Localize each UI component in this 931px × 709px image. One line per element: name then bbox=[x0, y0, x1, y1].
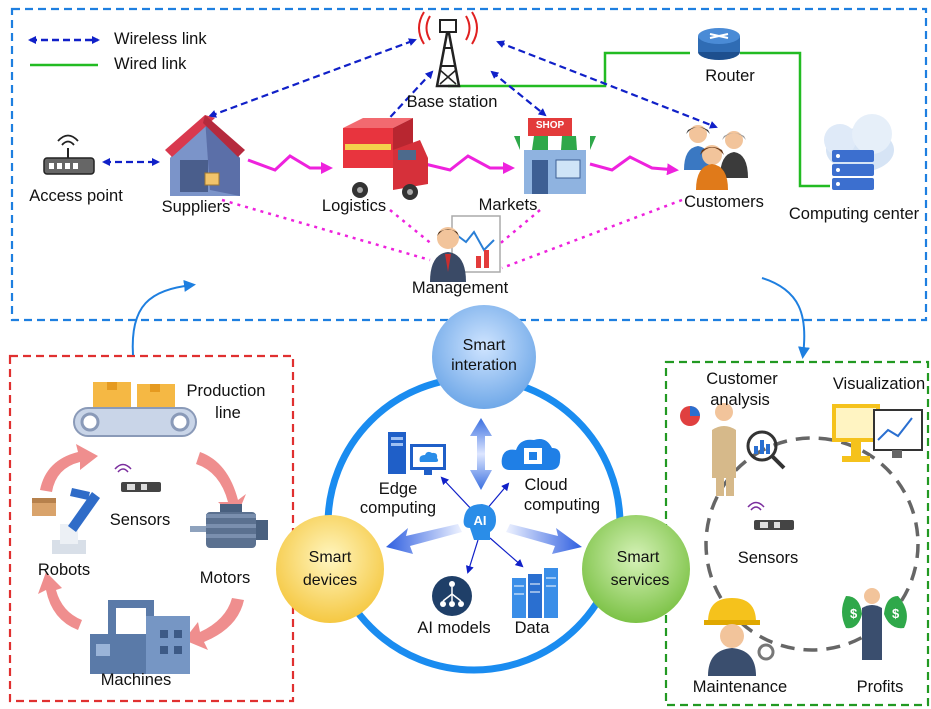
wired-link-router-computing bbox=[740, 51, 830, 188]
services-arrow bbox=[506, 524, 582, 554]
interaction-double-arrow bbox=[470, 418, 492, 490]
management-label: Management bbox=[411, 279, 509, 297]
legend-wireless-label: Wireless link bbox=[114, 30, 207, 48]
smart-interaction-node bbox=[432, 305, 536, 409]
machines-label: Machines bbox=[100, 671, 172, 689]
markets-label: Markets bbox=[478, 196, 538, 214]
profits-icon: $ $ bbox=[842, 588, 907, 660]
data-label: Data bbox=[514, 619, 550, 637]
ai-spokes bbox=[440, 476, 524, 574]
production-line-label-2: line bbox=[215, 404, 241, 422]
router-icon bbox=[698, 28, 740, 60]
smart-services-label-1: Smart bbox=[616, 549, 660, 566]
services-cycle bbox=[704, 436, 920, 652]
sensors-right-label: Sensors bbox=[737, 549, 799, 567]
management-links bbox=[221, 198, 683, 270]
computing-center-icon bbox=[824, 114, 894, 190]
profits-label: Profits bbox=[856, 678, 904, 696]
production-line-icon bbox=[73, 382, 197, 437]
machine-icon bbox=[90, 600, 190, 674]
customer-analysis-icon bbox=[680, 403, 786, 496]
sensors-left-label: Sensors bbox=[109, 511, 171, 529]
customer-analysis-label-2: analysis bbox=[710, 391, 770, 409]
sensor-icon-left bbox=[114, 463, 161, 492]
cloud-computing-label-1: Cloud bbox=[524, 476, 568, 494]
smart-services-node bbox=[582, 515, 690, 623]
shop-icon bbox=[514, 118, 596, 194]
devices-arrow bbox=[386, 524, 462, 554]
supply-flow bbox=[247, 154, 679, 176]
ai-models-label: AI models bbox=[417, 619, 491, 637]
ai-head-icon bbox=[463, 504, 496, 540]
suppliers-label: Suppliers bbox=[161, 198, 231, 216]
shop-sign: SHOP bbox=[535, 120, 565, 131]
cloud-computing-label-2: computing bbox=[523, 496, 601, 514]
base-station-icon bbox=[418, 11, 478, 88]
robot-arm-icon bbox=[32, 488, 100, 554]
sensor-icon-right bbox=[747, 501, 794, 530]
production-line-label-1: Production bbox=[186, 382, 266, 400]
right-frame bbox=[664, 360, 930, 707]
router-label: Router bbox=[705, 67, 755, 85]
motor-icon bbox=[190, 504, 268, 548]
left-to-top-arrow bbox=[131, 279, 196, 356]
cycle-arrows bbox=[38, 444, 246, 650]
customers-label: Customers bbox=[684, 193, 764, 211]
computing-center-label: Computing center bbox=[788, 205, 920, 223]
smart-interaction-label-1: Smart bbox=[462, 337, 506, 354]
edge-computing-label-2: computing bbox=[359, 499, 437, 517]
customer-analysis-label-1: Customer bbox=[706, 370, 778, 388]
warehouse-icon bbox=[165, 115, 245, 196]
svg-text:$: $ bbox=[892, 606, 900, 621]
smart-services-label-2: services bbox=[610, 572, 670, 589]
legend-wired-label: Wired link bbox=[114, 55, 187, 73]
left-frame bbox=[8, 354, 295, 703]
maintenance-label: Maintenance bbox=[692, 678, 788, 696]
smart-interaction-label-2: interation bbox=[451, 357, 517, 374]
ai-label: AI bbox=[473, 513, 487, 528]
logistics-label: Logistics bbox=[321, 197, 387, 215]
motors-label: Motors bbox=[199, 569, 251, 587]
data-icon bbox=[512, 568, 558, 618]
access-point-label: Access point bbox=[29, 187, 123, 205]
access-point-icon bbox=[43, 134, 95, 175]
customers-icon bbox=[684, 125, 748, 190]
wired-link-base-router bbox=[448, 51, 690, 88]
edge-computing-icon bbox=[388, 432, 446, 475]
wireless-links bbox=[102, 38, 718, 166]
maintenance-icon bbox=[704, 598, 775, 676]
cloud-computing-icon bbox=[501, 439, 561, 470]
visualization-label: Visualization bbox=[832, 375, 926, 393]
management-icon bbox=[430, 215, 501, 282]
smart-devices-label-1: Smart bbox=[308, 549, 352, 566]
edge-computing-label-1: Edge bbox=[378, 480, 418, 498]
robots-label: Robots bbox=[37, 561, 91, 579]
smart-devices-label-2: devices bbox=[302, 572, 358, 589]
top-to-right-arrow bbox=[761, 277, 810, 359]
base-station-label: Base station bbox=[406, 93, 498, 111]
visualization-icon bbox=[832, 404, 923, 462]
truck-icon bbox=[343, 118, 428, 200]
svg-text:$: $ bbox=[850, 606, 858, 621]
ai-models-icon bbox=[432, 576, 472, 616]
smart-devices-node bbox=[276, 515, 384, 623]
